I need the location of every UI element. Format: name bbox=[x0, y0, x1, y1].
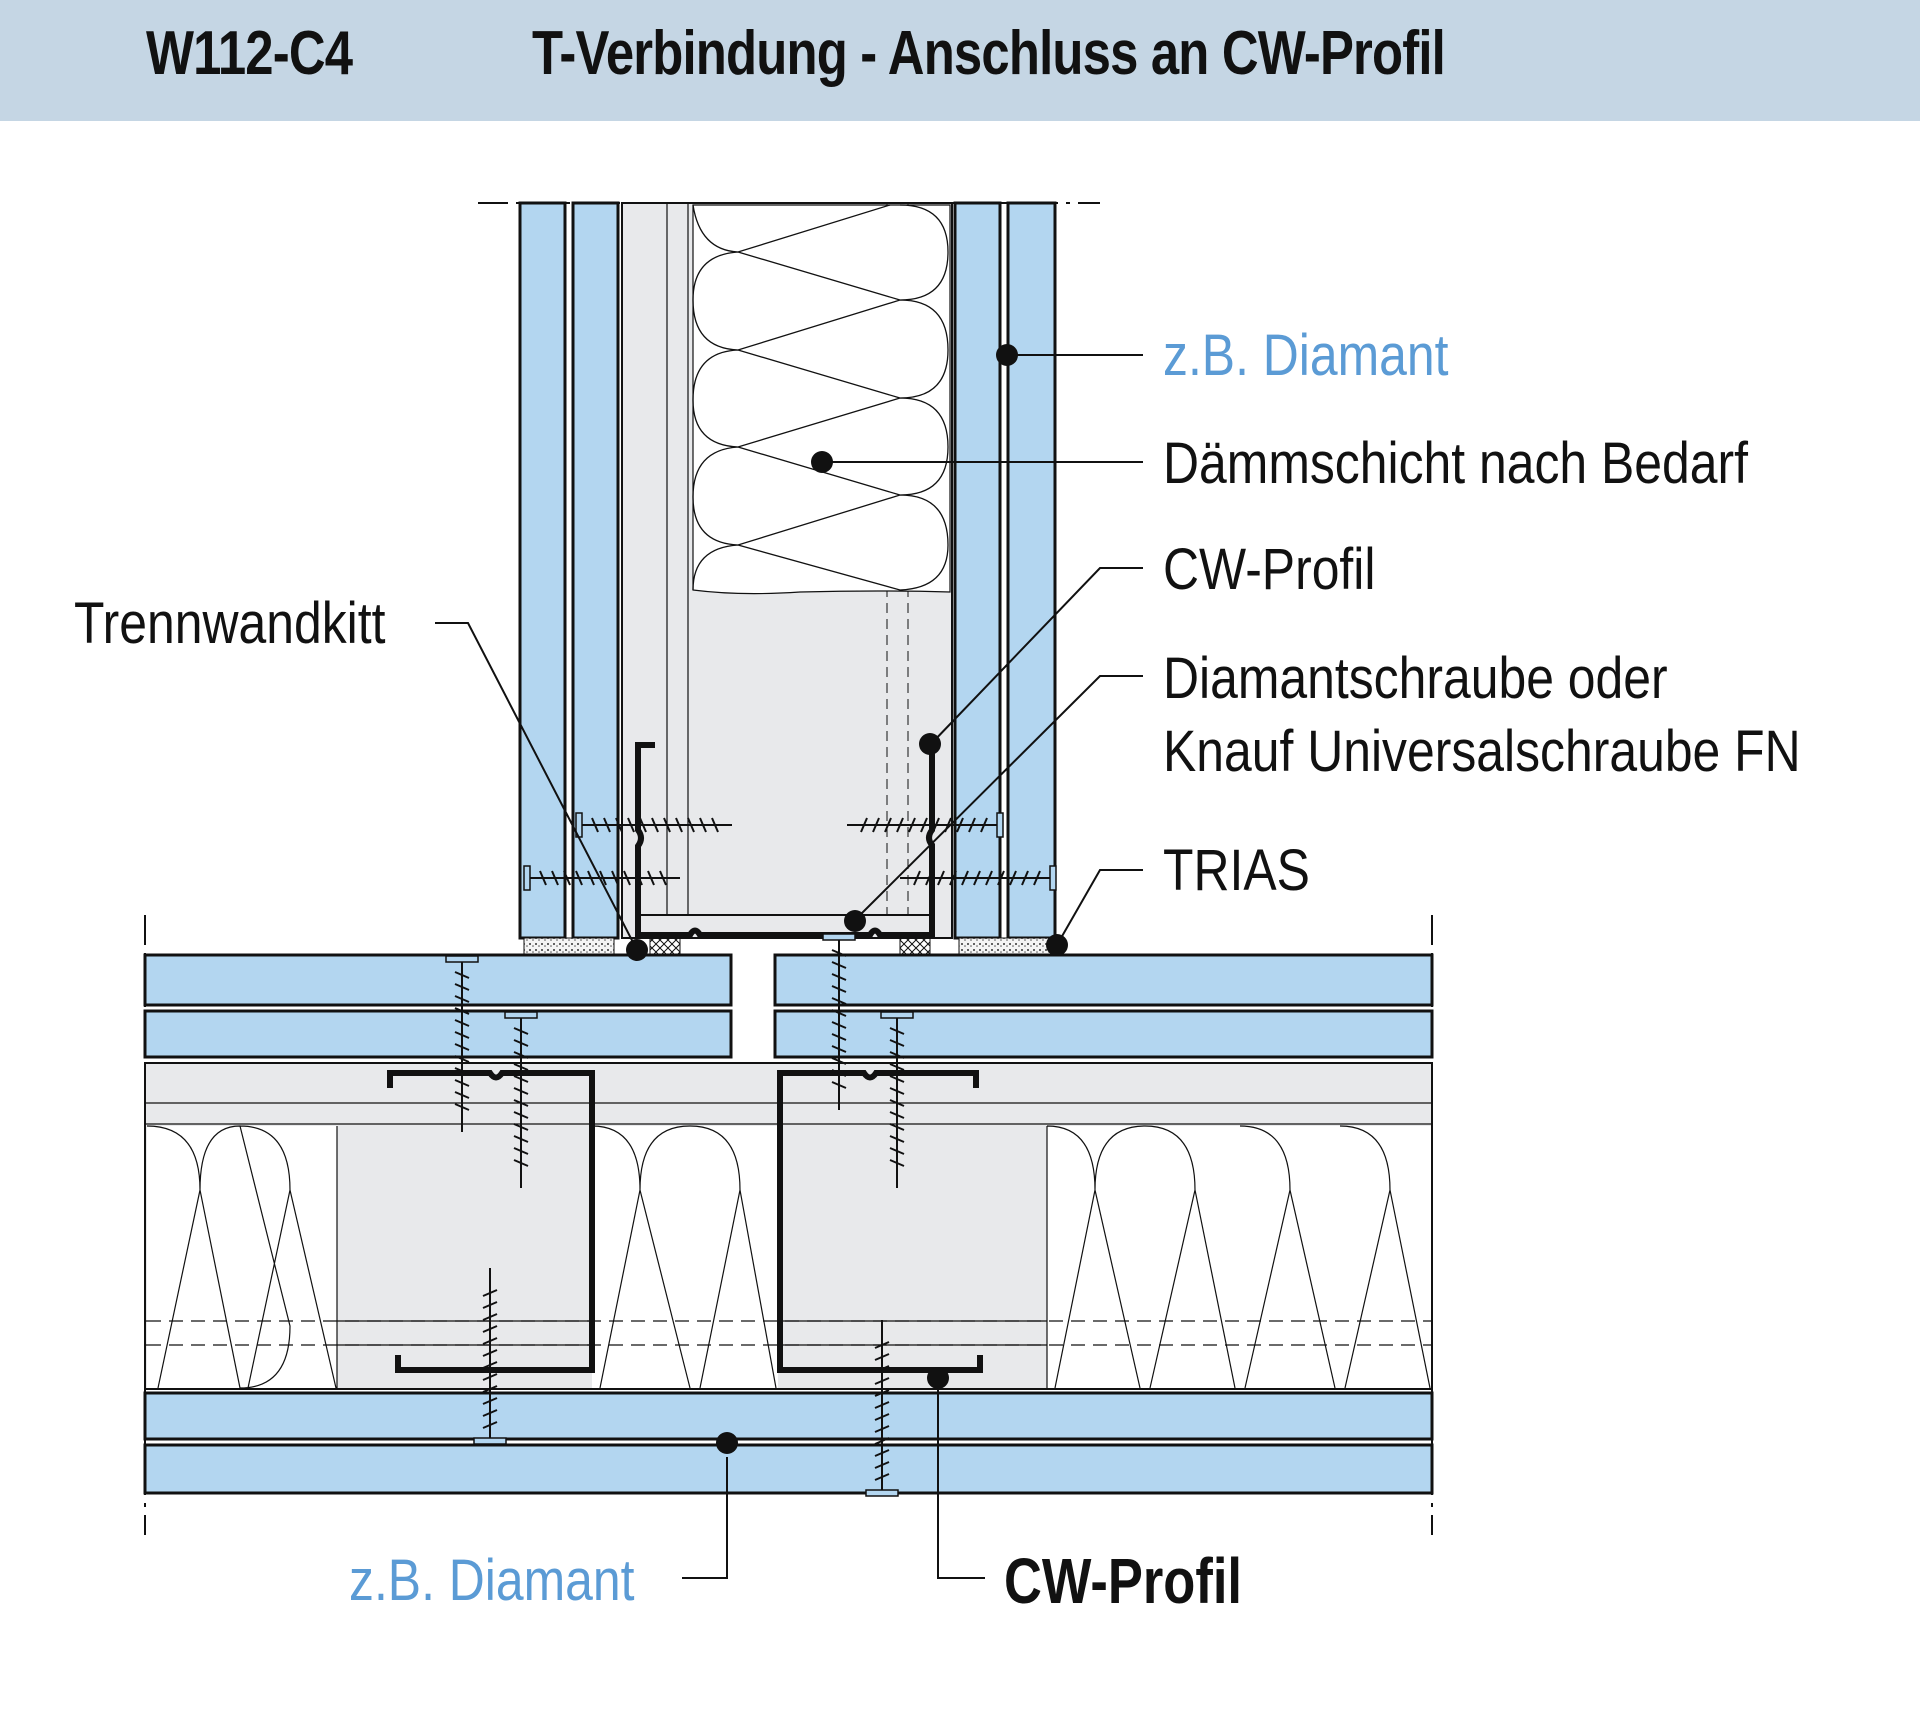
label-screw-line1: Diamantschraube oder bbox=[1163, 646, 1668, 711]
label-cw-profile-top: CW-Profil bbox=[1163, 537, 1376, 602]
board-top-outer-right bbox=[773, 953, 1434, 1007]
board-left-inner bbox=[571, 201, 620, 940]
label-insulation: Dämmschicht nach Bedarf bbox=[1163, 431, 1748, 496]
board-top-inner-left bbox=[143, 1009, 733, 1059]
insulation-horizontal bbox=[146, 1125, 1432, 1389]
sealant-right bbox=[958, 937, 1052, 956]
cw-profile-right bbox=[777, 1070, 983, 1373]
board-bottom-outer bbox=[143, 1443, 1434, 1495]
board-top-inner-right bbox=[773, 1009, 1434, 1059]
sealant-left bbox=[523, 937, 615, 956]
leader-dots bbox=[626, 344, 1068, 1454]
cw-profile-left bbox=[387, 1070, 595, 1373]
board-left-outer bbox=[518, 201, 567, 940]
title-bar: W112-C4 T-Verbindung - Anschluss an CW-P… bbox=[0, 0, 1920, 121]
label-cw-profile-bottom: CW-Profil bbox=[1004, 1545, 1242, 1617]
abutting-wall bbox=[478, 201, 1100, 956]
drawing-title: T-Verbindung - Anschluss an CW-Profil bbox=[532, 19, 1446, 88]
drawing-code: W112-C4 bbox=[146, 19, 353, 88]
label-screw-line2: Knauf Universalschraube FN bbox=[1163, 719, 1801, 784]
label-sealant: Trennwandkitt bbox=[74, 591, 386, 656]
board-top-outer-left bbox=[143, 953, 733, 1007]
cw-profile-vertical bbox=[635, 742, 935, 938]
label-trias: TRIAS bbox=[1163, 838, 1310, 903]
insulation-vertical bbox=[692, 204, 951, 595]
label-board-bottom: z.B. Diamant bbox=[349, 1548, 635, 1613]
seal-tape-left bbox=[649, 937, 681, 956]
leaders bbox=[435, 354, 1143, 1579]
main-wall bbox=[143, 915, 1434, 1535]
label-board-top: z.B. Diamant bbox=[1163, 323, 1449, 388]
seal-tape-right bbox=[899, 937, 931, 956]
board-right-inner bbox=[953, 201, 1002, 940]
board-bottom-inner bbox=[143, 1391, 1434, 1441]
board-right-outer bbox=[1006, 201, 1057, 940]
